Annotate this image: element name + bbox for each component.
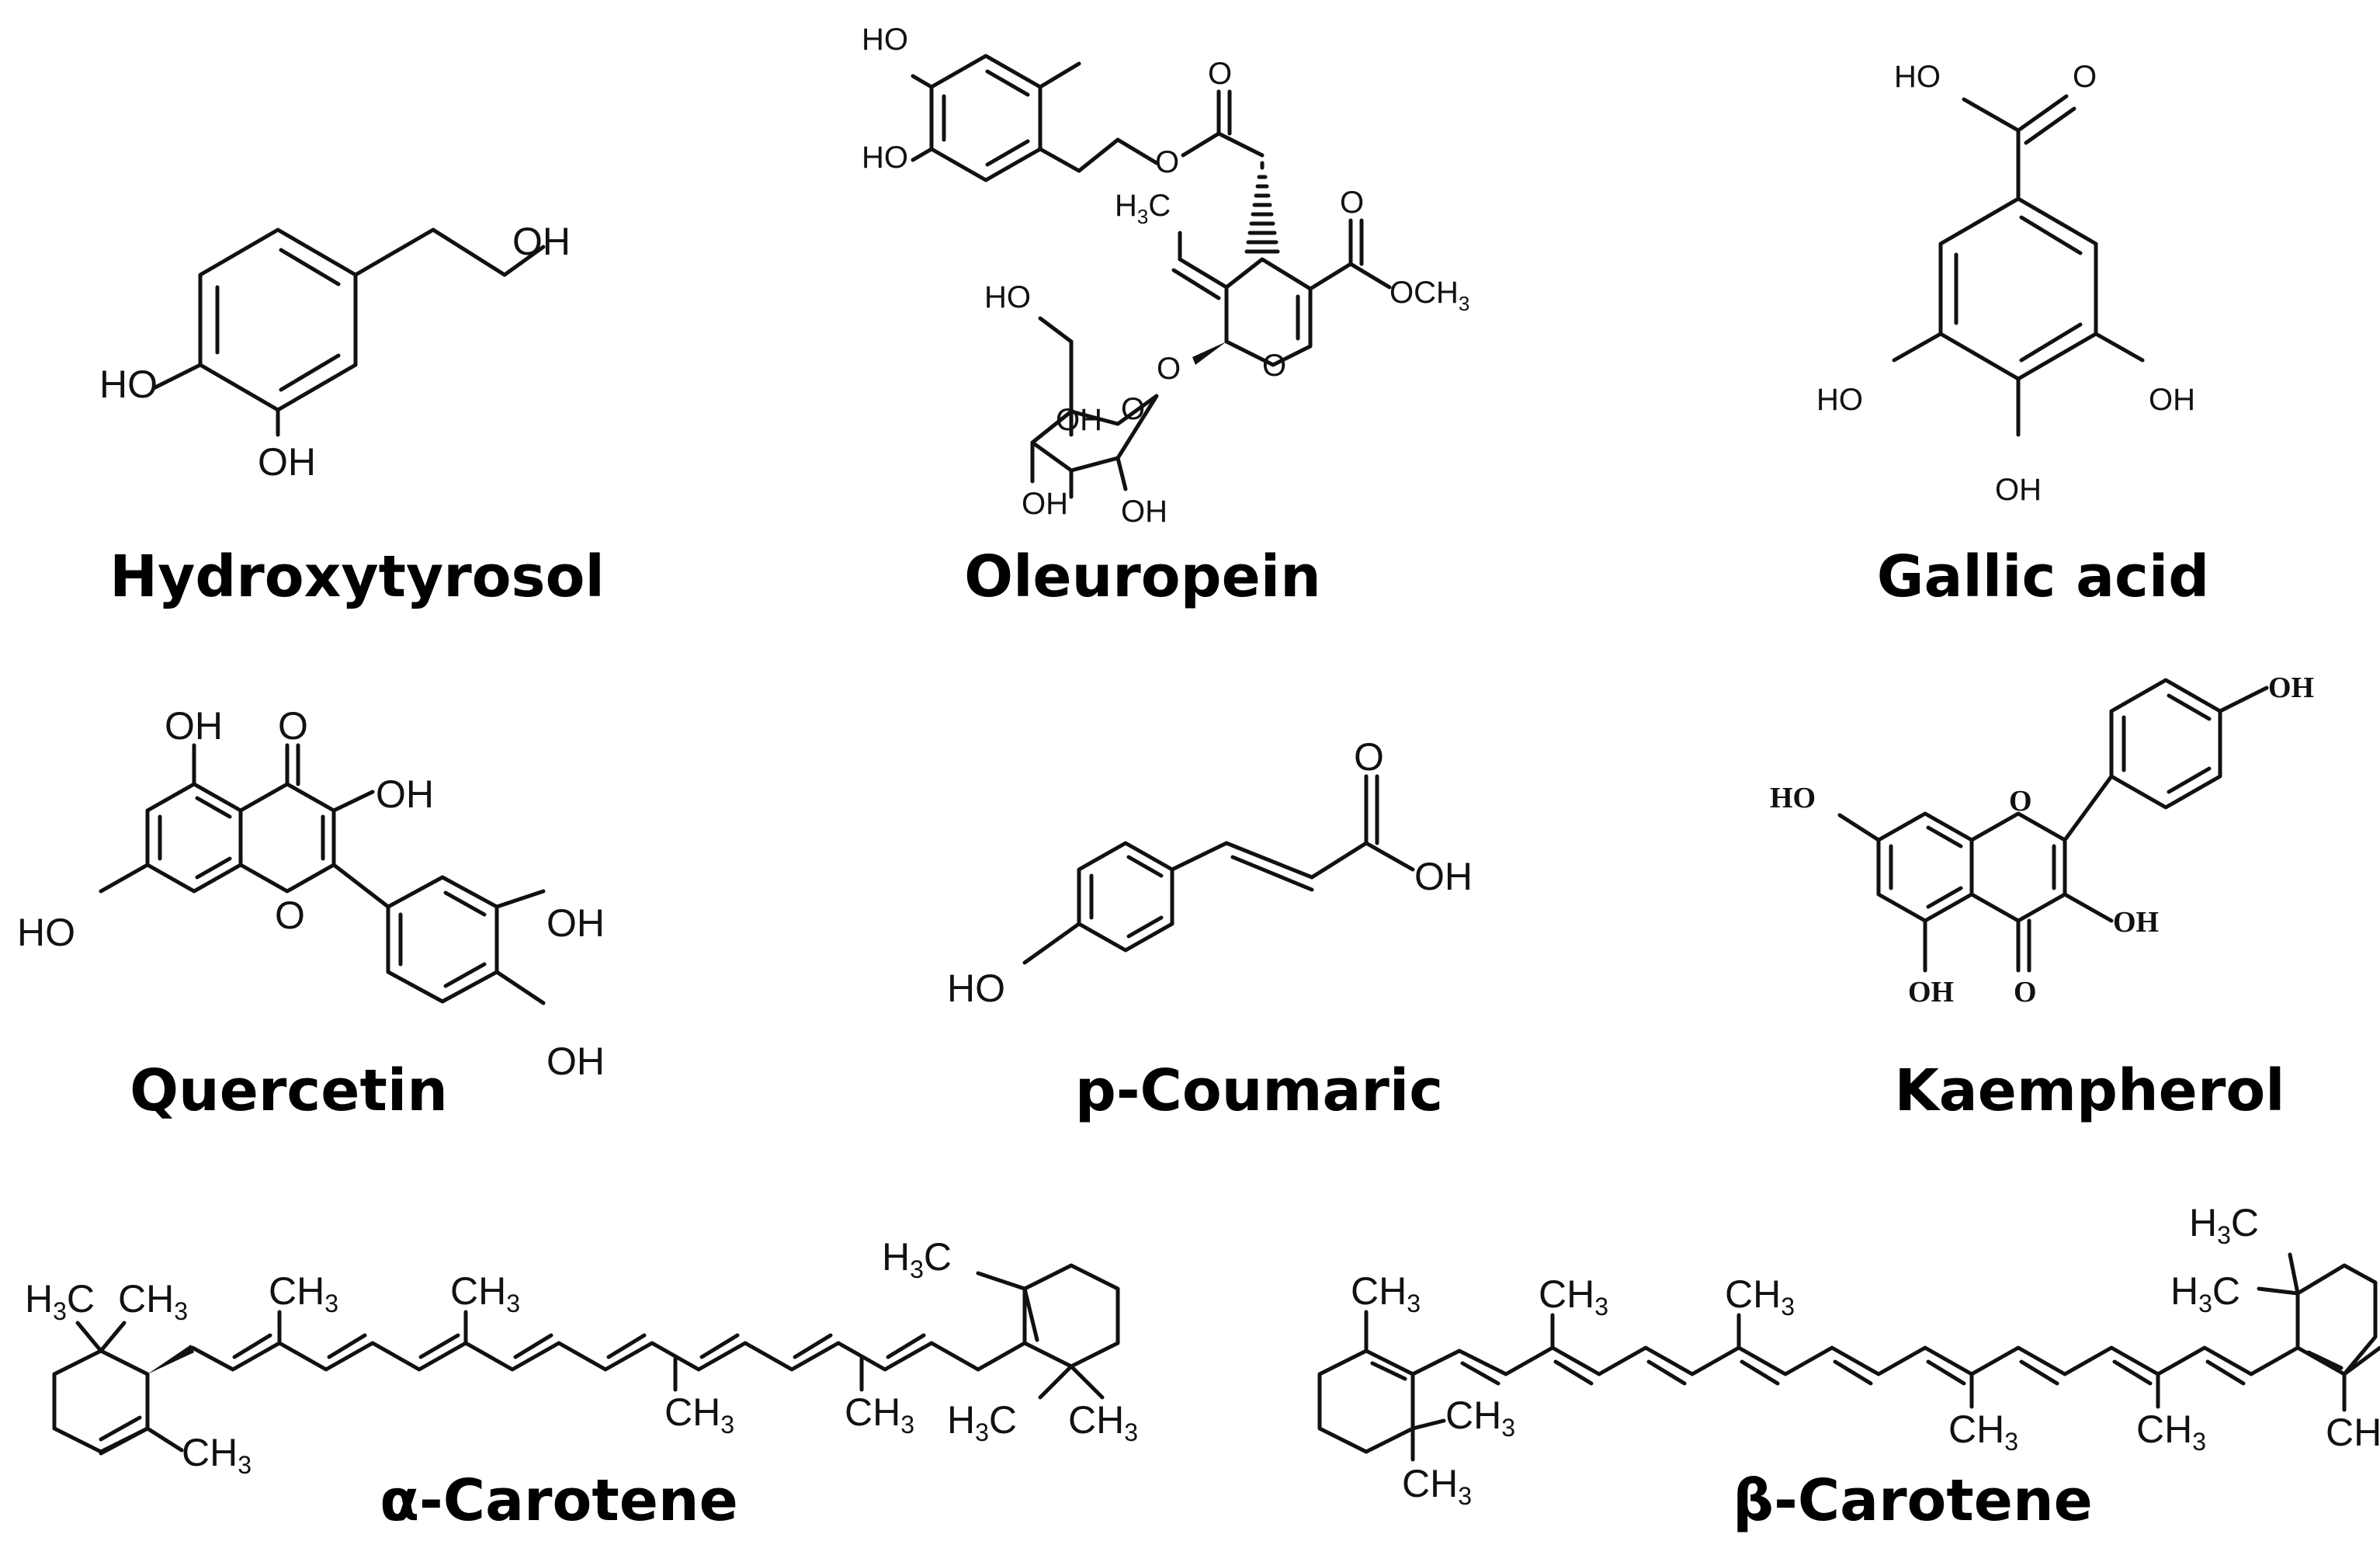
quercetin-structure: O OH OH O HO OH OH	[17, 704, 605, 1083]
hydroxyl-label: HO	[947, 967, 1005, 1010]
compound-name-quercetin: Quercetin	[130, 1057, 448, 1124]
methyl-label: CH3	[1539, 1272, 1608, 1321]
methyl-label: CH3	[1402, 1462, 1472, 1510]
hydroxyl-label: OH	[1414, 855, 1473, 898]
hydroxyl-label: OH	[546, 901, 605, 945]
methyl-label: H3C	[25, 1277, 95, 1325]
hydroxyl-label: OH	[2268, 672, 2314, 704]
compound-name-alpha-carotene: α-Carotene	[380, 1467, 738, 1534]
compound-name-oleuropein: Oleuropein	[964, 543, 1321, 610]
methyl-label: CH3	[1068, 1398, 1138, 1446]
carbonyl-oxygen-label: O	[278, 704, 308, 748]
hydroxyl-label: HO	[862, 23, 908, 57]
compound-name-p-coumaric: p-Coumaric	[1075, 1057, 1443, 1124]
compound-name-gallic-acid: Gallic acid	[1877, 543, 2210, 610]
methyl-label: H3C	[2189, 1201, 2259, 1249]
hydroxyl-label: OH	[2149, 383, 2195, 417]
compound-name-kaempherol: Kaempherol	[1894, 1057, 2285, 1124]
methyl-label: H3C	[882, 1235, 952, 1283]
ring-oxygen-label: O	[1262, 349, 1286, 383]
hydroxyl-label: HO	[1816, 383, 1863, 417]
oxygen-label: O	[1155, 145, 1179, 179]
methyl-label: CH3	[1445, 1394, 1515, 1442]
carbonyl-oxygen-label: O	[2014, 976, 2037, 1008]
gallic-acid-structure: HO O HO OH OH	[1816, 60, 2195, 507]
hydroxyl-label: OH	[165, 704, 223, 748]
methyl-label: CH3	[1725, 1272, 1795, 1321]
hydroxyl-label: OH	[1995, 473, 2042, 507]
ring-oxygen-label: O	[1121, 392, 1145, 426]
hydroxyl-label: OH	[1121, 495, 1167, 529]
alpha-carotene-structure: CH3 H3C CH3 CH3 CH3 CH3 CH3 H3C H3C CH3	[25, 1235, 1138, 1479]
hydroxyl-label: OH	[258, 440, 316, 484]
hydroxyl-label: HO	[862, 141, 908, 175]
hydroxyl-label: HO	[99, 363, 158, 406]
compound-name-hydroxytyrosol: Hydroxytyrosol	[109, 543, 605, 610]
methyl-label: H3C	[947, 1398, 1017, 1446]
oleuropein-structure: HO HO O O H3C	[862, 23, 1469, 529]
ring-oxygen-label: O	[275, 894, 305, 937]
methoxy-label: OCH3	[1389, 276, 1469, 315]
methyl-label: CH3	[1948, 1408, 2018, 1456]
methyl-label: CH3	[182, 1431, 252, 1479]
hydroxyl-label: OH	[1056, 403, 1102, 437]
hydroxyl-label: OH	[2113, 906, 2159, 939]
methyl-label: CH3	[664, 1390, 734, 1439]
compound-name-beta-carotene: β-Carotene	[1733, 1467, 2093, 1534]
hydroxyl-label: OH	[546, 1040, 605, 1083]
methyl-label: CH3	[450, 1269, 520, 1317]
oxygen-label: O	[1340, 186, 1364, 220]
methyl-label: CH3	[269, 1269, 338, 1317]
carbonyl-oxygen-label: O	[1354, 735, 1384, 779]
methyl-label: H3C	[2170, 1269, 2240, 1317]
hydroxyl-label: HO	[1770, 782, 1816, 814]
methyl-label: CH3	[2326, 1411, 2380, 1459]
hydroxyl-label: HO	[1894, 60, 1941, 94]
p-coumaric-structure: O OH HO	[947, 735, 1473, 1010]
beta-carotene-structure: CH3 CH3 CH3 CH3 CH3 CH3 CH3 CH3 H3C H3C	[1317, 1201, 2380, 1510]
oxygen-label: O	[1208, 57, 1232, 91]
hydroxyl-label: HO	[17, 911, 75, 954]
glycosidic-oxygen-label: O	[1157, 352, 1181, 386]
methyl-label: CH3	[845, 1390, 914, 1439]
bold-wedge	[147, 1345, 194, 1374]
hydroxyl-label: HO	[984, 280, 1031, 314]
hydroxyl-label: OH	[512, 220, 571, 263]
bold-wedge	[1192, 342, 1226, 365]
oxygen-label: O	[2073, 60, 2097, 94]
hydroxytyrosol-structure: OH HO OH	[99, 220, 571, 484]
methyl-label: H3C	[1115, 189, 1171, 228]
hashed-wedge	[1244, 161, 1280, 254]
hydroxyl-label: OH	[1022, 487, 1068, 521]
methyl-label: CH3	[1351, 1269, 1421, 1317]
hydroxyl-label: OH	[1908, 976, 1954, 1008]
methyl-label: CH3	[2136, 1408, 2206, 1456]
ring-oxygen-label: O	[2009, 785, 2032, 817]
hydroxyl-label: OH	[376, 772, 434, 816]
kaempherol-structure: O O OH OH HO OH	[1770, 672, 2314, 1008]
methyl-label: CH3	[118, 1277, 188, 1325]
